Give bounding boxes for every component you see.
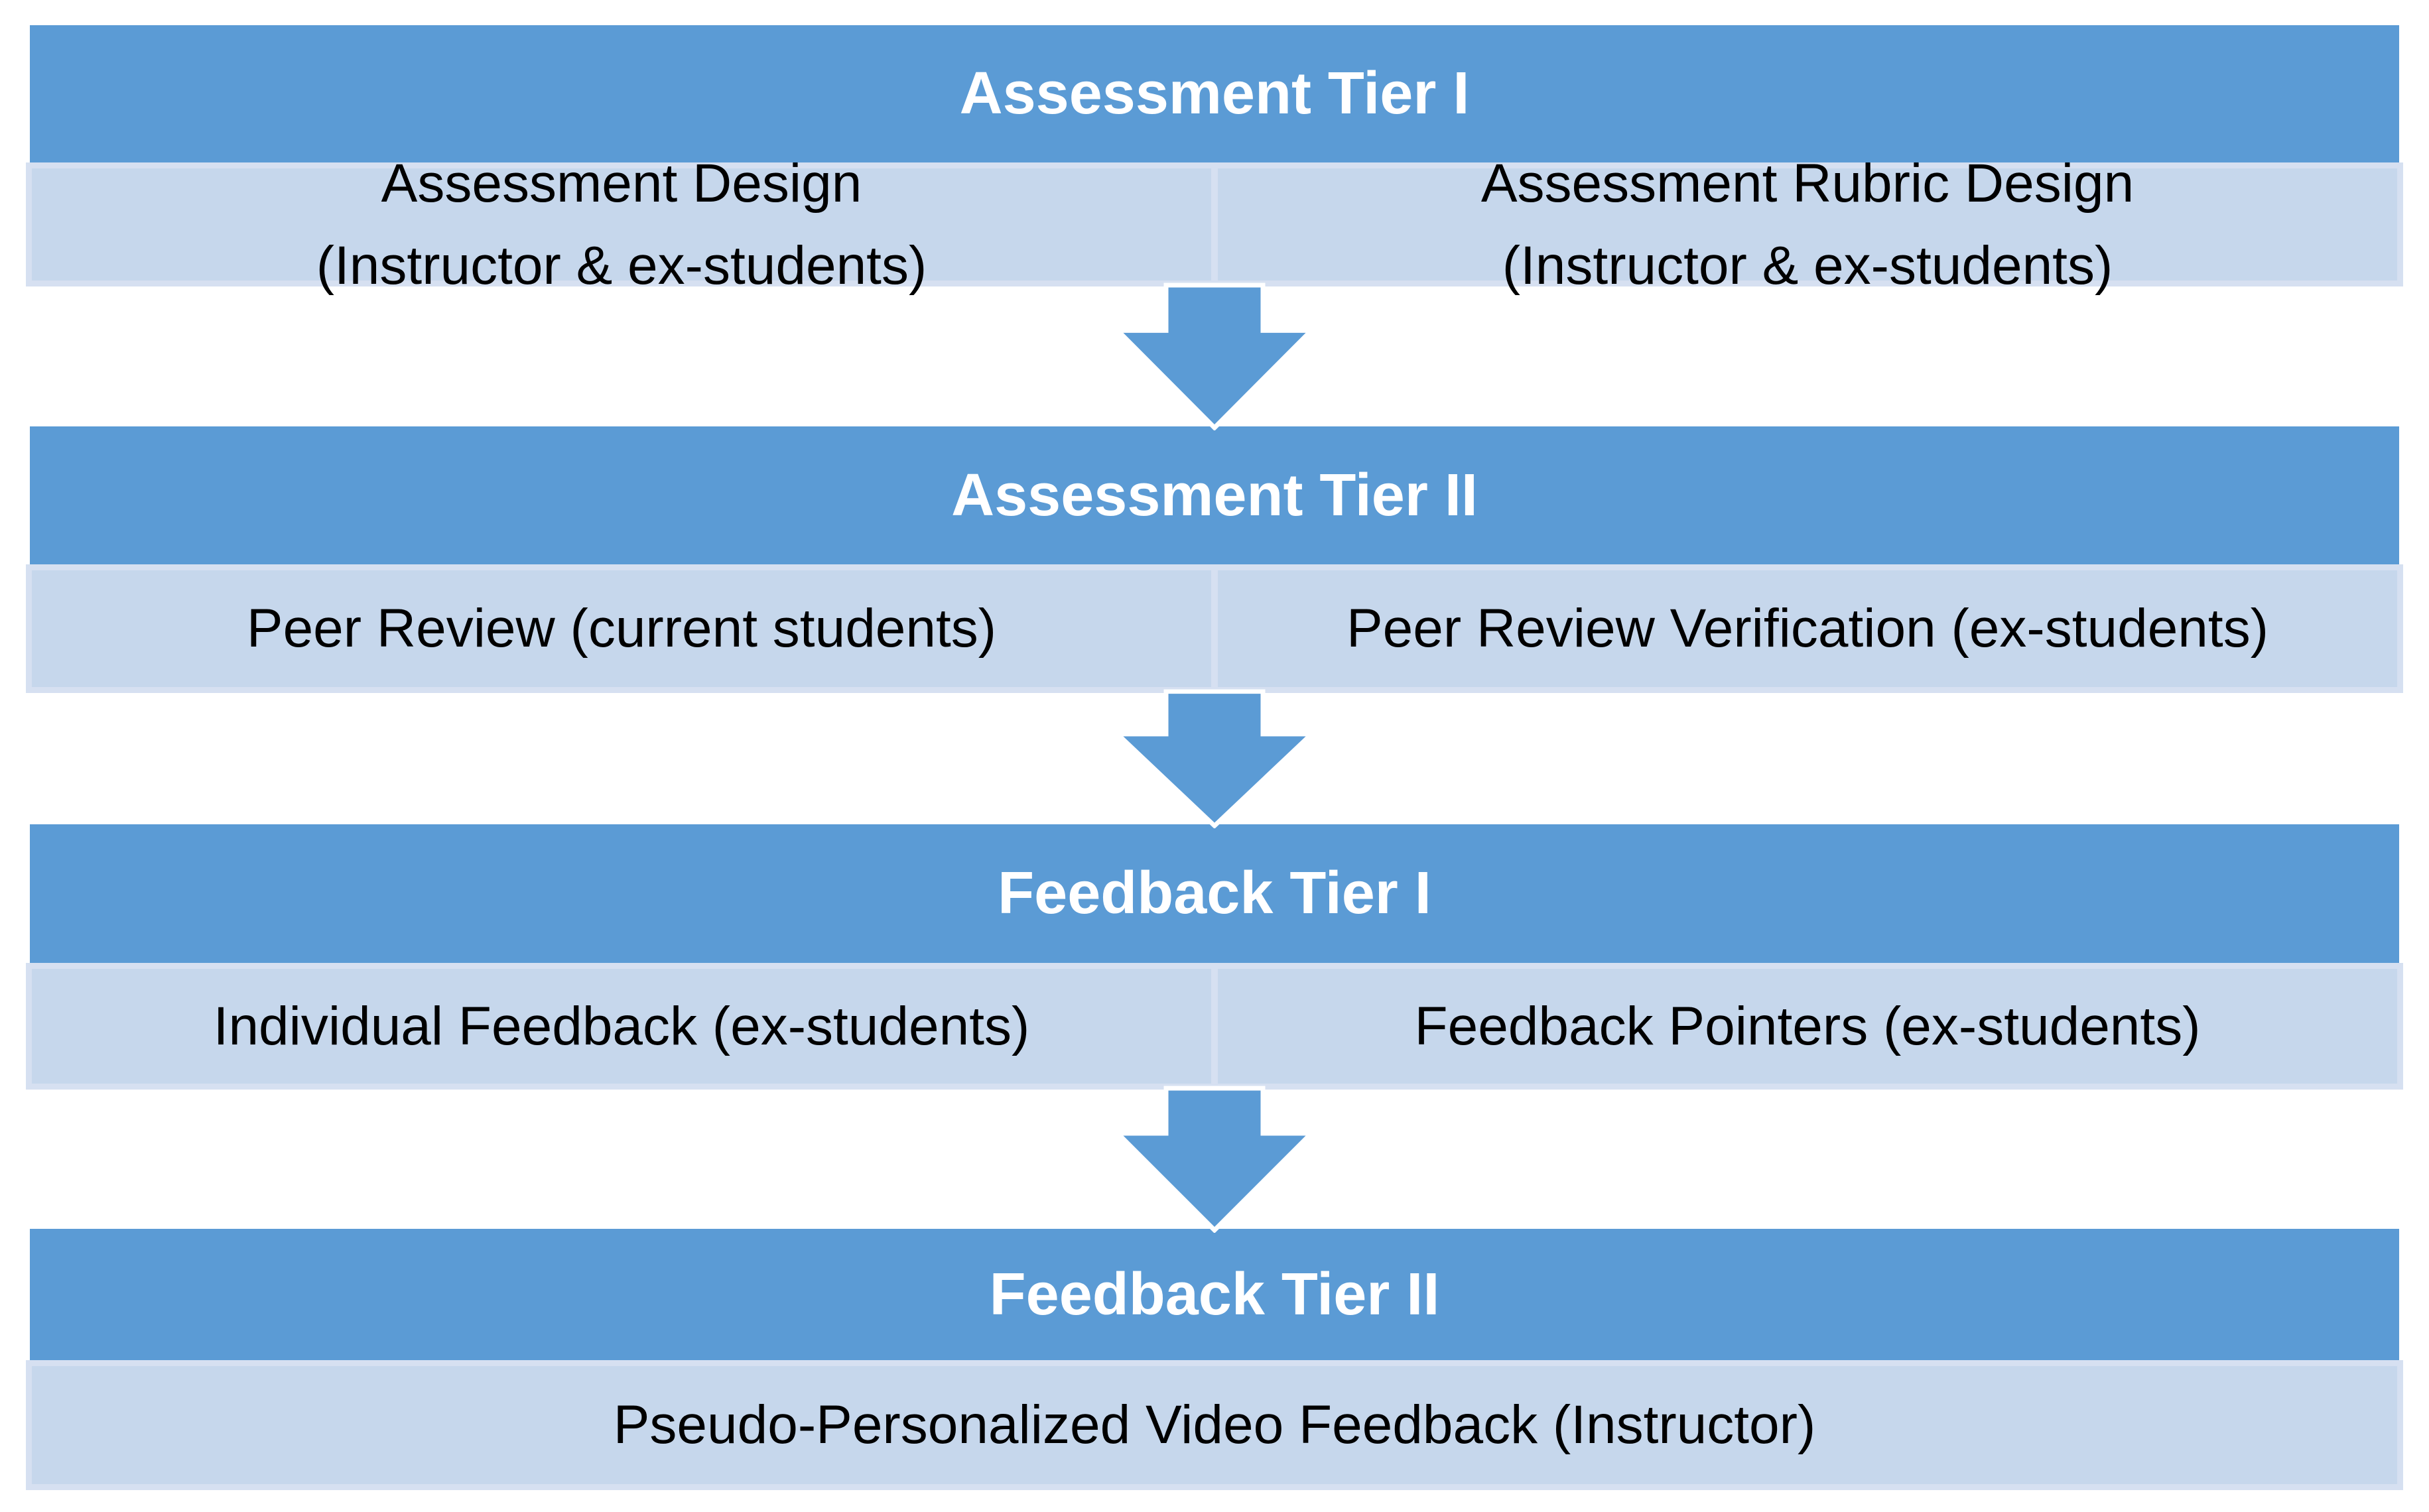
tier-feedback-2: Feedback Tier II Pseudo-Personalized Vid… [26,1229,2403,1490]
tier-feedback-1: Feedback Tier I Individual Feedback (ex-… [26,824,2403,1090]
cell-text: Assessment Rubric Design [1480,153,2134,214]
tier-assessment-1-title: Assessment Tier I [959,60,1470,127]
cell-assessment-rubric-design: Assessment Rubric Design (Instructor & e… [1218,153,2397,296]
cell-text: Assessment Design [381,153,862,214]
cell-subtext: (Instructor & ex-students) [1502,235,2113,296]
tier-feedback-2-title: Feedback Tier II [989,1261,1440,1328]
tier-assessment-2-title: Assessment Tier II [951,462,1478,529]
flow-connector-3 [0,1086,2429,1233]
tier-assessment-2: Assessment Tier II Peer Review (current … [26,426,2403,693]
cell-video-feedback: Pseudo-Personalized Video Feedback (Inst… [32,1366,2397,1484]
down-arrow-icon [1115,283,1314,430]
cell-peer-review-verification: Peer Review Verification (ex-students) [1218,570,2397,687]
tier-assessment-1-body: Assessment Design (Instructor & ex-stude… [26,153,2403,296]
cell-feedback-pointers: Feedback Pointers (ex-students) [1218,969,2397,1084]
tier-feedback-1-title: Feedback Tier I [998,860,1431,926]
cell-peer-review: Peer Review (current students) [32,570,1211,687]
cell-assessment-design: Assessment Design (Instructor & ex-stude… [32,153,1211,296]
tier-assessment-1-header: Assessment Tier I [30,25,2399,162]
tier-assessment-2-body: Peer Review (current students) Peer Revi… [26,564,2403,693]
cell-individual-feedback: Individual Feedback (ex-students) [32,969,1211,1084]
cell-text: Pseudo-Personalized Video Feedback (Inst… [613,1395,1816,1455]
cell-text: Peer Review (current students) [246,598,997,659]
tier-assessment-2-header: Assessment Tier II [30,426,2399,564]
flow-connector-2 [0,689,2429,828]
cell-subtext: (Instructor & ex-students) [316,235,927,296]
tier-feedback-2-body: Pseudo-Personalized Video Feedback (Inst… [26,1360,2403,1490]
cell-text: Feedback Pointers (ex-students) [1414,995,2201,1056]
flow-connector-1 [0,283,2429,430]
tier-feedback-1-body: Individual Feedback (ex-students) Feedba… [26,963,2403,1090]
cell-text: Peer Review Verification (ex-students) [1346,598,2269,659]
tier-assessment-1: Assessment Tier I Assessment Design (Ins… [26,25,2403,296]
tier-feedback-1-header: Feedback Tier I [30,824,2399,963]
cell-text: Individual Feedback (ex-students) [213,995,1030,1056]
down-arrow-icon [1115,1086,1314,1233]
tier-feedback-2-header: Feedback Tier II [30,1229,2399,1360]
down-arrow-icon [1115,689,1314,828]
